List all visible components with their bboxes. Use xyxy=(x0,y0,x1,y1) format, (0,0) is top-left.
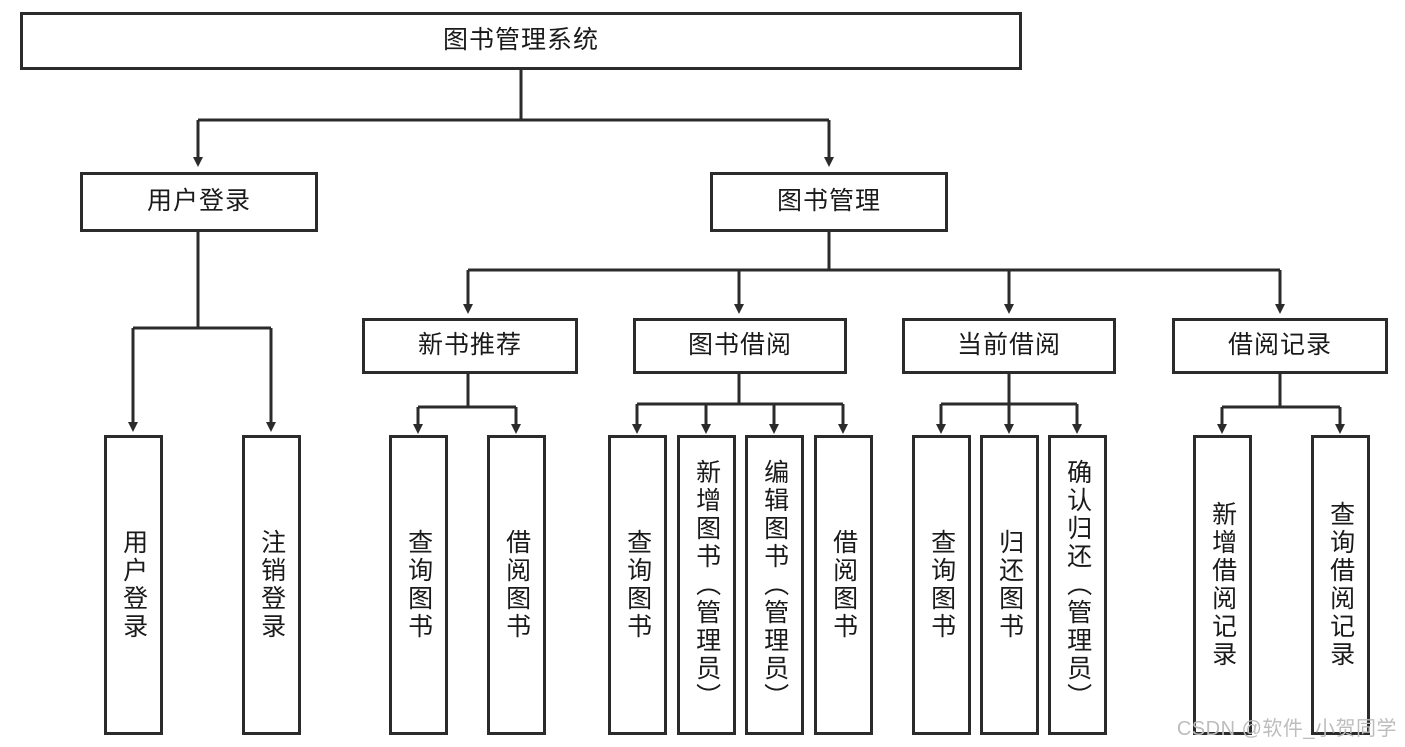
leaf-label: 注销登录 xyxy=(257,529,286,641)
node-root[interactable]: 图书管理系统 xyxy=(20,12,1022,70)
leaf-book-borrow-borrow[interactable]: 借阅图书 xyxy=(814,435,873,735)
leaf-label: 借阅图书 xyxy=(829,529,858,641)
leaf-label: 确认归还（管理员） xyxy=(1063,459,1092,711)
leaf-user-login-login[interactable]: 用户登录 xyxy=(104,435,163,735)
node-user-login-label: 用户登录 xyxy=(146,187,251,216)
leaf-label: 新增借阅记录 xyxy=(1208,501,1237,669)
leaf-user-login-logout[interactable]: 注销登录 xyxy=(242,435,301,735)
leaf-current-borrow-return[interactable]: 归还图书 xyxy=(980,435,1039,735)
leaf-label: 借阅图书 xyxy=(502,529,531,641)
leaf-current-borrow-confirm[interactable]: 确认归还（管理员） xyxy=(1048,435,1107,735)
node-user-login[interactable]: 用户登录 xyxy=(80,172,318,232)
node-borrow-record-label: 借阅记录 xyxy=(1227,331,1332,360)
node-root-label: 图书管理系统 xyxy=(442,26,599,55)
node-book-manage[interactable]: 图书管理 xyxy=(710,172,948,232)
leaf-book-borrow-query[interactable]: 查询图书 xyxy=(608,435,667,735)
leaf-label: 查询图书 xyxy=(927,529,956,641)
leaf-label: 查询图书 xyxy=(404,529,433,641)
node-book-borrow-label: 图书借阅 xyxy=(687,331,792,360)
leaf-book-borrow-add[interactable]: 新增图书（管理员） xyxy=(677,435,736,735)
leaf-book-borrow-edit[interactable]: 编辑图书（管理员） xyxy=(745,435,804,735)
leaf-borrow-record-add[interactable]: 新增借阅记录 xyxy=(1193,435,1252,735)
node-current-borrow[interactable]: 当前借阅 xyxy=(902,318,1116,374)
leaf-current-borrow-query[interactable]: 查询图书 xyxy=(912,435,971,735)
leaf-label: 查询借阅记录 xyxy=(1326,501,1355,669)
leaf-new-book-borrow[interactable]: 借阅图书 xyxy=(487,435,546,735)
leaf-label: 查询图书 xyxy=(623,529,652,641)
node-new-book-recommend-label: 新书推荐 xyxy=(417,331,522,360)
node-current-borrow-label: 当前借阅 xyxy=(956,331,1061,360)
leaf-label: 用户登录 xyxy=(119,529,148,641)
node-borrow-record[interactable]: 借阅记录 xyxy=(1172,318,1388,374)
node-book-manage-label: 图书管理 xyxy=(776,187,881,216)
watermark-text: CSDN @软件_小贺同学 xyxy=(1176,718,1397,740)
node-book-borrow[interactable]: 图书借阅 xyxy=(633,318,847,374)
leaf-label: 新增图书（管理员） xyxy=(692,459,721,711)
leaf-label: 编辑图书（管理员） xyxy=(760,459,789,711)
leaf-label: 归还图书 xyxy=(995,529,1024,641)
node-new-book-recommend[interactable]: 新书推荐 xyxy=(362,318,578,374)
leaf-new-book-query[interactable]: 查询图书 xyxy=(389,435,448,735)
leaf-borrow-record-query[interactable]: 查询借阅记录 xyxy=(1311,435,1370,735)
